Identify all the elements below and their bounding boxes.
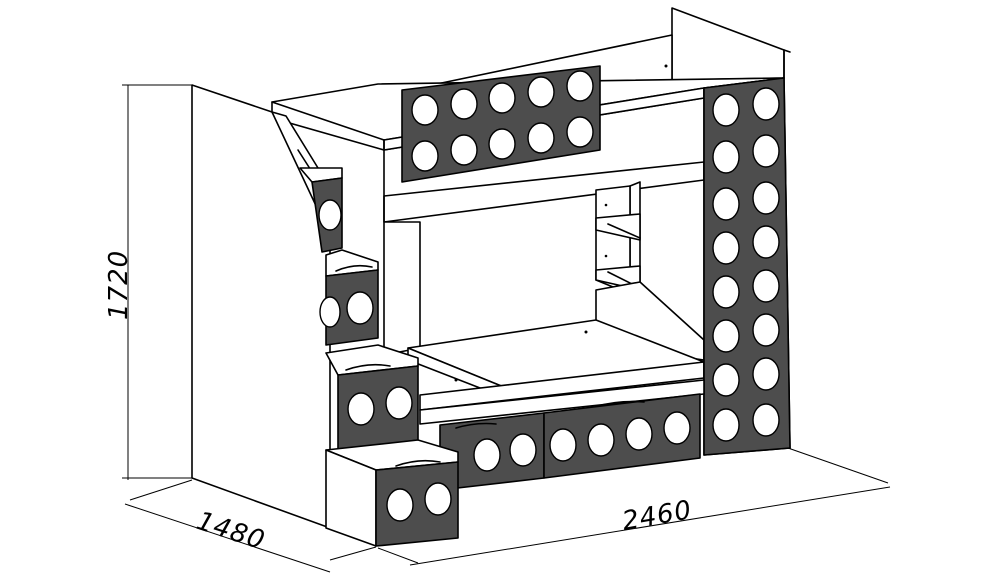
end-panel-holes	[712, 87, 780, 442]
drawer-right[interactable]	[543, 393, 701, 479]
staircase	[299, 167, 459, 547]
top-side-guard	[401, 65, 601, 183]
height-dimension: 1720	[104, 84, 192, 480]
right-end-panel	[703, 77, 791, 456]
height-label: 1720	[104, 250, 134, 320]
left-side-panel	[191, 84, 331, 529]
width-label: 2460	[620, 495, 694, 537]
guard-holes	[411, 70, 594, 172]
lower-bunk	[407, 319, 705, 411]
depth-label: 1480	[193, 506, 269, 556]
under-bed-drawers	[419, 379, 705, 491]
